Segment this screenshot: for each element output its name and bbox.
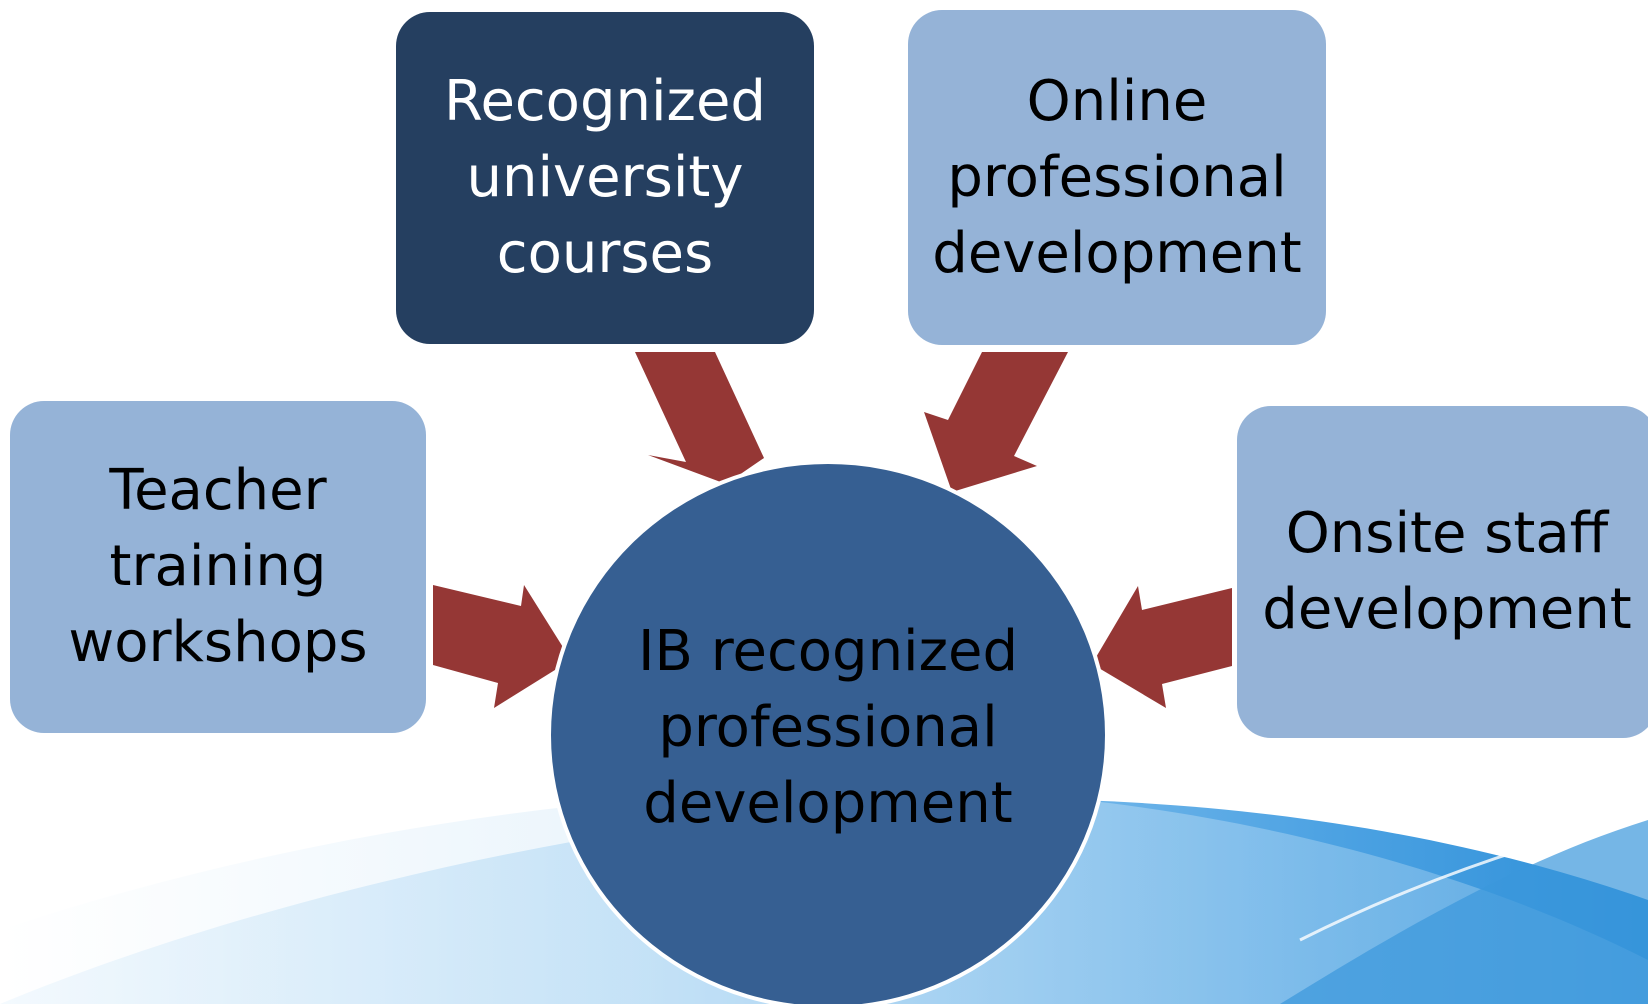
box-label: Teacher training workshops: [68, 458, 368, 675]
box-onsite-staff-development: Onsite staff development: [1237, 406, 1648, 738]
box-label: Recognized university courses: [444, 69, 766, 286]
center-label: IB recognized professional development: [637, 619, 1019, 836]
box-label: Online professional development: [932, 68, 1302, 286]
box-label: Onsite staff development: [1262, 501, 1632, 642]
box-recognized-university-courses: Recognized university courses: [396, 12, 814, 344]
box-online-professional-development: Online professional development: [908, 10, 1326, 345]
center-circle-ib-professional-development: IB recognized professional development: [547, 460, 1109, 1004]
box-teacher-training-workshops: Teacher training workshops: [10, 401, 426, 733]
